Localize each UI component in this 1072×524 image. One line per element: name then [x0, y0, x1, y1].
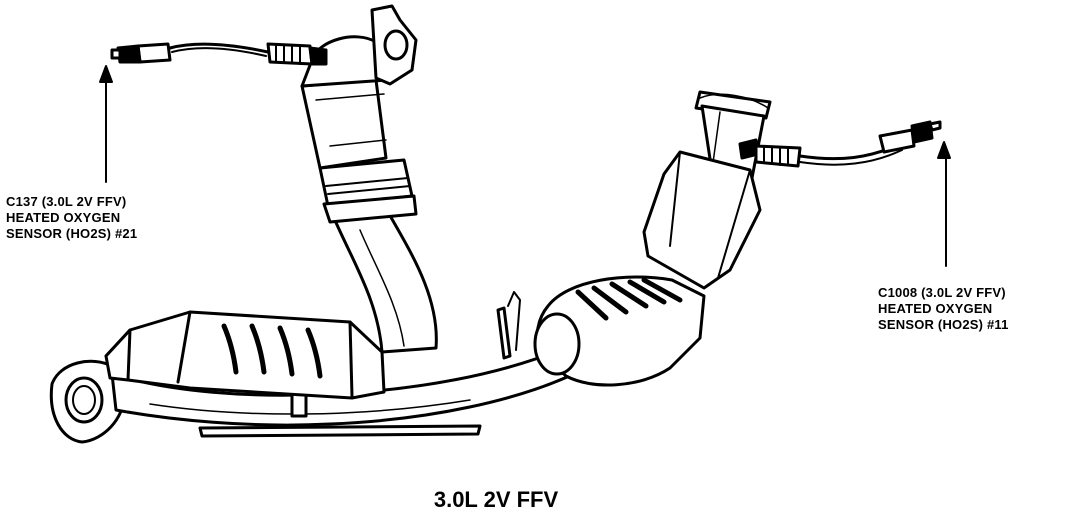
left-callout-line-3: SENSOR (HO2S) #21	[6, 226, 138, 241]
left-callout-line-2: HEATED OXYGEN	[6, 210, 121, 225]
left-callout-arrow	[99, 65, 113, 183]
right-o2-sensor	[738, 138, 802, 168]
right-callout-line-2: HEATED OXYGEN	[878, 301, 993, 316]
caption-text: 3.0L 2V FFV	[433, 487, 559, 512]
right-callout-line-1: C1008 (3.0L 2V FFV)	[878, 285, 1006, 300]
right-upper-flange	[694, 90, 772, 120]
left-catalytic-converter	[104, 310, 386, 400]
right-upper-converter	[642, 150, 762, 290]
right-catalytic-converter	[533, 275, 706, 387]
right-sensor-callout: C1008 (3.0L 2V FFV) HEATED OXYGEN SENSOR…	[878, 285, 1009, 333]
left-sensor-callout: C137 (3.0L 2V FFV) HEATED OXYGEN SENSOR …	[6, 194, 137, 242]
diagram-caption: 3.0L 2V FFV	[0, 487, 1072, 513]
left-riser-pipe	[332, 210, 438, 354]
left-o2-sensor	[266, 42, 328, 66]
left-sensor-connector	[110, 42, 172, 64]
right-sensor-connector	[878, 120, 942, 154]
heat-shield-tab	[496, 306, 512, 360]
left-flange	[49, 359, 126, 444]
upper-left-manifold-flange	[370, 4, 418, 86]
left-callout-line-1: C137 (3.0L 2V FFV)	[6, 194, 127, 209]
left-sensor-harness	[168, 42, 270, 54]
right-callout-line-3: SENSOR (HO2S) #11	[878, 317, 1009, 332]
right-callout-arrow	[937, 141, 951, 267]
left-slip-joint	[318, 158, 418, 224]
